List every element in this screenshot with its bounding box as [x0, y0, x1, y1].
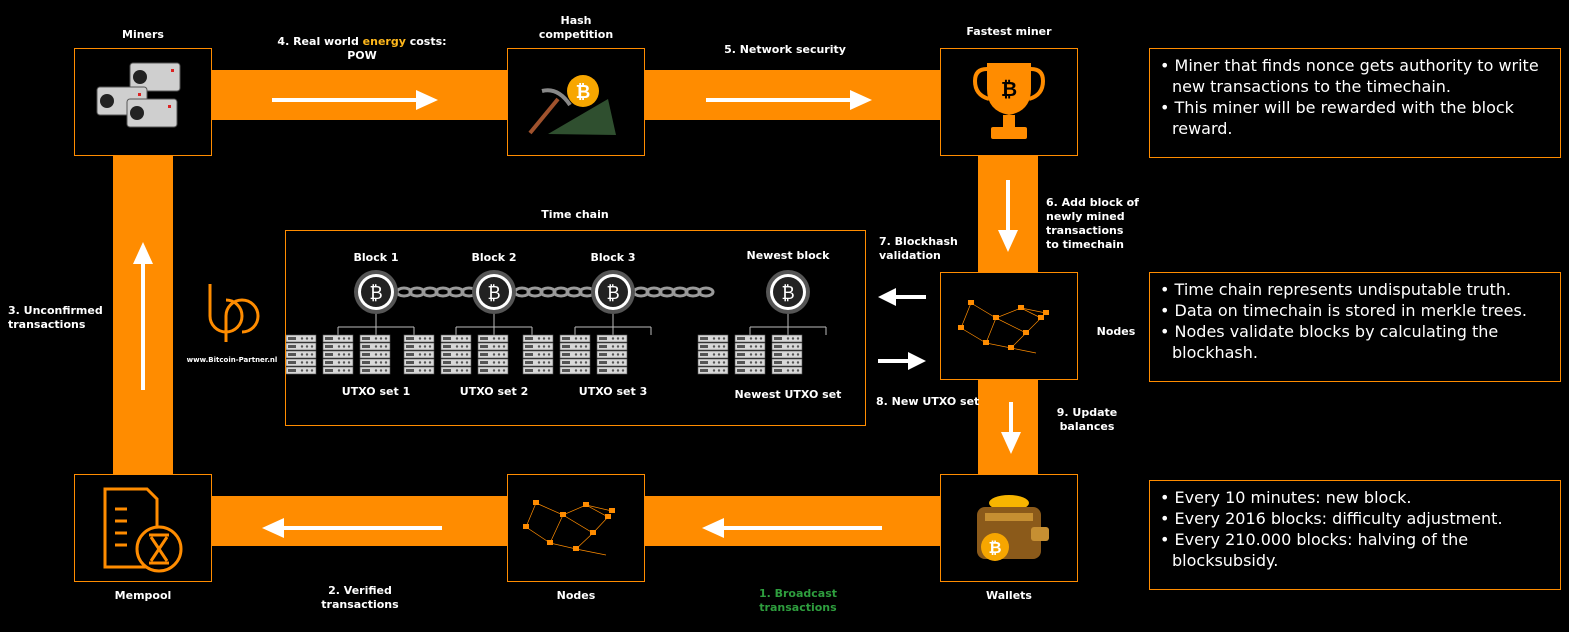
- utxo-3-label: UTXO set 3: [578, 385, 648, 398]
- block-3-label: Block 3: [590, 251, 636, 264]
- bitcoin-wallet-icon: ₿: [977, 495, 1049, 561]
- utxo-1-label: UTXO set 1: [341, 385, 411, 398]
- note-bottom-item: Every 10 minutes: new block.: [1156, 487, 1552, 508]
- svg-text:₿: ₿: [487, 283, 500, 304]
- block-2-label: Block 2: [471, 251, 517, 264]
- arrow-left-bottom-2: [262, 518, 442, 538]
- merkle-trees: [337, 314, 827, 335]
- svg-text:₿: ₿: [369, 283, 382, 304]
- mempool-label: Mempool: [114, 589, 172, 602]
- utxo-2-label: UTXO set 2: [459, 385, 529, 398]
- hash-label: Hash competition: [538, 14, 614, 41]
- network-nodes-icon: [523, 500, 615, 556]
- note-bottom: Every 10 minutes: new block. Every 2016 …: [1149, 480, 1561, 590]
- nodes-bottom-label: Nodes: [556, 589, 596, 602]
- note-bottom-item: Every 2016 blocks: difficulty adjustment…: [1156, 508, 1552, 529]
- document-hourglass-icon: [103, 487, 183, 573]
- nodes-bottom-box: [507, 474, 645, 582]
- logo-url: www.Bitcoin-Partner.nl: [186, 356, 278, 364]
- wallets-box: ₿: [940, 474, 1078, 582]
- arrow-right-top-2: [706, 90, 872, 110]
- fastest-label: Fastest miner: [966, 25, 1052, 38]
- step-4-label: 4. Real world energy costs: POW: [277, 35, 447, 62]
- step-8-label: 8. New UTXO set: [876, 395, 980, 408]
- note-top-item: This miner will be rewarded with the blo…: [1156, 97, 1552, 139]
- note-top-item: Miner that finds nonce gets authority to…: [1156, 55, 1552, 97]
- asic-miner-icon: [96, 62, 181, 128]
- note-middle-item: Data on timechain is stored in merkle tr…: [1156, 300, 1552, 321]
- bitcoin-trophy-icon: ₿: [972, 63, 1046, 139]
- network-nodes-icon: [958, 300, 1049, 354]
- note-middle: Time chain represents undisputable truth…: [1149, 272, 1561, 382]
- note-top: Miner that finds nonce gets authority to…: [1149, 48, 1561, 158]
- utxo-newest-label: Newest UTXO set: [734, 388, 842, 401]
- fastest-box: ₿: [940, 48, 1078, 156]
- chain-links-1: [395, 286, 478, 298]
- mempool-box: [74, 474, 212, 582]
- svg-text:₿: ₿: [988, 538, 1001, 557]
- svg-text:₿: ₿: [606, 283, 619, 304]
- svg-text:₿: ₿: [576, 82, 591, 103]
- svg-text:₿: ₿: [1001, 77, 1017, 101]
- arrow-up-left: [133, 242, 153, 390]
- bitcoin-partner-logo: [208, 284, 260, 342]
- step-5-label: 5. Network security: [724, 43, 846, 56]
- miners-box: [74, 48, 212, 156]
- timechain-title: Time chain: [541, 208, 609, 221]
- block-coins: ₿ ₿ ₿ ₿: [354, 270, 810, 314]
- arrow-down-right-1: [998, 180, 1018, 252]
- nodes-right-label: Nodes: [1096, 325, 1136, 338]
- arrow-left-validation: [878, 288, 926, 306]
- arrow-down-right-2: [1001, 402, 1021, 454]
- note-middle-item: Nodes validate blocks by calculating the…: [1156, 321, 1552, 363]
- block-1-label: Block 1: [353, 251, 399, 264]
- note-bottom-item: Every 210.000 blocks: halving of the blo…: [1156, 529, 1552, 571]
- arrow-right-top-1: [272, 90, 438, 110]
- chain-links-2: [513, 286, 596, 298]
- arrow-left-bottom-1: [702, 518, 882, 538]
- hash-box: ₿: [507, 48, 645, 156]
- wallets-label: Wallets: [986, 589, 1032, 602]
- nodes-right-box: [940, 272, 1078, 380]
- block-newest-label: Newest block: [746, 249, 830, 262]
- timechain-graphic: ₿ ₿ ₿ ₿: [337, 270, 827, 335]
- miners-label: Miners: [122, 28, 164, 41]
- note-middle-item: Time chain represents undisputable truth…: [1156, 279, 1552, 300]
- timechain-box: ₿ ₿ ₿ ₿ Block 1 Block 2 Block 3 Newest b…: [285, 230, 866, 426]
- arrow-right-utxo: [878, 352, 926, 370]
- svg-text:₿: ₿: [781, 283, 794, 304]
- pickaxe-bitcoin-icon: ₿: [528, 75, 616, 135]
